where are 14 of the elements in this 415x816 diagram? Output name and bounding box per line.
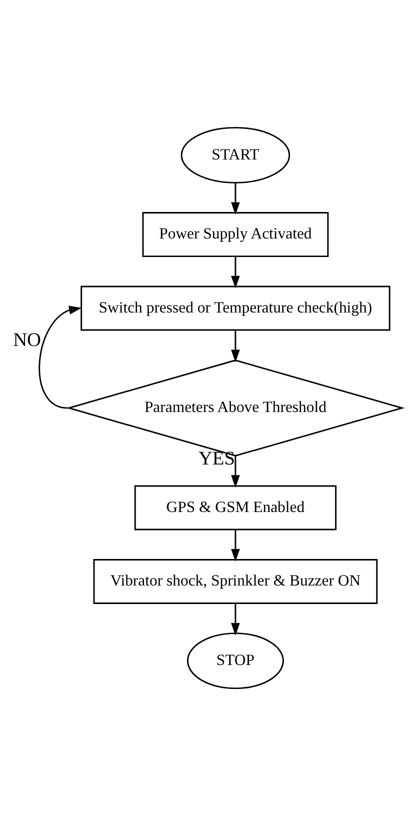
arrow (231, 330, 240, 362)
node-box: Switch pressed or Temperature check(high) (80, 286, 390, 331)
arrow (231, 182, 240, 215)
node-box: Power Supply Activated (142, 212, 329, 258)
arrow (231, 456, 240, 488)
node-ellipse: STOP (186, 632, 284, 690)
arrow (38, 306, 82, 409)
arrow (231, 530, 240, 562)
node-box: GPS & GSM Enabled (134, 485, 337, 530)
arrow (231, 256, 240, 288)
node-ellipse: START (180, 126, 290, 184)
arrow (231, 603, 240, 636)
node-box: Vibrator shock, Sprinkler & Buzzer ON (93, 559, 378, 604)
edge-label: NO (13, 330, 41, 351)
